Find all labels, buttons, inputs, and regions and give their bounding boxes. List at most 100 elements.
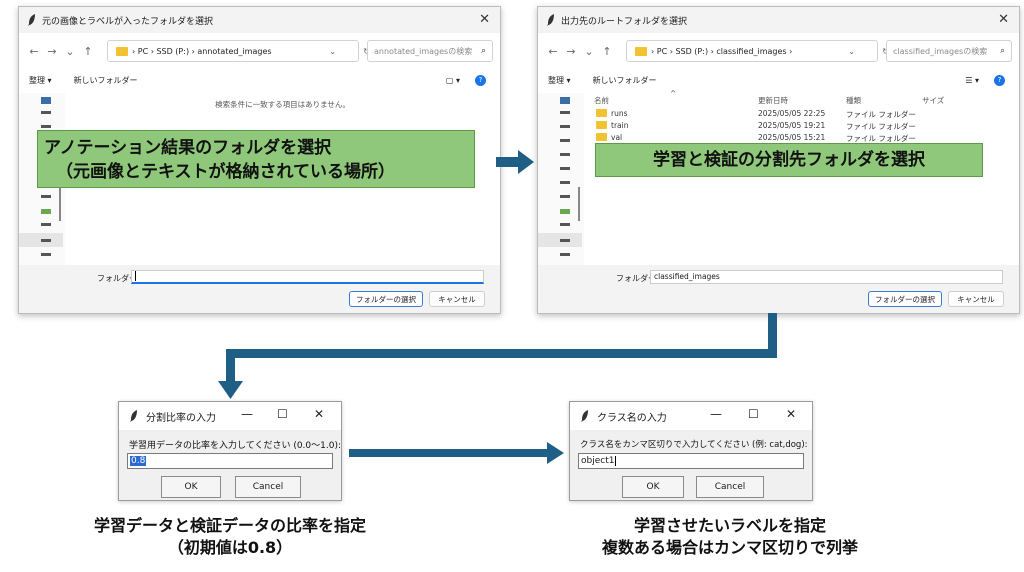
dialog-prompt: クラス名をカンマ区切りで入力してください (例: cat,dog): (580, 440, 808, 450)
file-row[interactable]: train (596, 121, 628, 130)
minimize-icon[interactable]: — (241, 407, 253, 421)
minimize-icon[interactable]: — (710, 407, 722, 421)
history-chevron-icon[interactable]: ⌄ (65, 44, 75, 58)
column-header-name[interactable]: 名前 (594, 96, 609, 105)
close-icon[interactable]: ✕ (786, 407, 797, 421)
file-row[interactable]: val (596, 133, 622, 142)
view-menu-icon[interactable]: ☰ ▾ (965, 75, 979, 85)
folder-name-value: classified_images (654, 272, 720, 281)
file-type: ファイル フォルダー (846, 134, 916, 143)
dialog-footer: フォルダー: classified_images フォルダーの選択 キャンセル (538, 265, 1019, 313)
ok-button[interactable]: OK (622, 476, 684, 498)
new-folder-button[interactable]: 新しいフォルダー (73, 75, 138, 85)
folder-name-input[interactable] (131, 270, 484, 284)
arrow-right-top (496, 150, 534, 174)
help-icon[interactable]: ? (994, 74, 1005, 86)
select-folder-button[interactable]: フォルダーの選択 (868, 291, 942, 307)
file-name: train (611, 121, 629, 130)
ratio-input[interactable]: 0.8 (127, 453, 333, 469)
close-icon[interactable]: ✕ (479, 12, 490, 27)
dialog-title: 分割比率の入力 (146, 412, 216, 424)
column-header-type[interactable]: 種類 (846, 96, 861, 105)
history-chevron-icon[interactable]: ⌄ (584, 44, 594, 58)
cancel-button[interactable]: キャンセル (948, 291, 1004, 307)
address-bar[interactable]: › PC › SSD (P:) › classified_images › ⌄ … (626, 40, 889, 62)
cancel-button[interactable]: Cancel (235, 476, 301, 498)
select-folder-button[interactable]: フォルダーの選択 (349, 291, 423, 307)
search-input[interactable]: classified_imagesの検索 ⌕ (886, 40, 1012, 62)
drive-icon[interactable] (41, 253, 51, 256)
drive-icon[interactable] (41, 125, 51, 128)
caption-line: 学習させたいラベルを指定 (633, 516, 826, 535)
scrollbar[interactable] (59, 187, 61, 221)
drive-icon[interactable] (560, 111, 570, 114)
column-header-size[interactable]: サイズ (922, 96, 945, 105)
up-icon[interactable]: ↑ (83, 44, 93, 58)
address-chevron-icon[interactable]: ⌄ (329, 46, 336, 56)
forward-icon[interactable]: → (47, 44, 57, 58)
cancel-button[interactable]: Cancel (696, 476, 764, 498)
cancel-button[interactable]: キャンセル (429, 291, 485, 307)
class-name-dialog: クラス名の入力 — ☐ ✕ クラス名をカンマ区切りで入力してください (例: c… (569, 401, 813, 501)
drive-icon[interactable] (41, 223, 51, 226)
navigation-pane[interactable] (538, 93, 584, 265)
class-name-input[interactable]: object1 (578, 453, 804, 469)
file-list[interactable]: 名前 ^ 更新日時 種類 サイズ runs 2025/05/05 22:25 フ… (584, 89, 1019, 265)
ok-button[interactable]: OK (161, 476, 221, 498)
window-title: 出力先のルートフォルダを選択 (561, 16, 688, 27)
help-icon[interactable]: ? (475, 74, 486, 86)
folder-icon (596, 133, 607, 141)
folder-name-input[interactable]: classified_images (650, 270, 1003, 284)
network-icon[interactable] (41, 209, 51, 214)
close-icon[interactable]: ✕ (314, 407, 325, 421)
file-date: 2025/05/05 22:25 (758, 109, 826, 118)
feather-icon (581, 410, 588, 422)
drive-icon[interactable] (41, 195, 51, 198)
close-icon[interactable]: ✕ (998, 12, 1009, 27)
organize-menu[interactable]: 整理 ▾ (548, 75, 571, 85)
folder-icon (635, 46, 647, 56)
search-icon[interactable]: ⌕ (480, 46, 486, 56)
scrollbar[interactable] (578, 187, 580, 221)
forward-icon[interactable]: → (566, 44, 576, 58)
drive-icon[interactable] (560, 125, 570, 128)
new-folder-button[interactable]: 新しいフォルダー (592, 75, 657, 85)
drive-icon[interactable] (560, 239, 570, 242)
dialog-footer: フォルダー: フォルダーの選択 キャンセル (19, 265, 500, 313)
address-bar[interactable]: › PC › SSD (P:) › annotated_images ⌄ ↻ (107, 40, 370, 62)
search-icon[interactable]: ⌕ (999, 46, 1005, 56)
back-icon[interactable]: ← (548, 44, 558, 58)
drive-icon[interactable] (560, 153, 570, 156)
maximize-icon[interactable]: ☐ (277, 407, 288, 421)
view-menu-icon[interactable]: ▢ ▾ (445, 75, 460, 85)
drive-icon[interactable] (560, 167, 570, 170)
sort-chevron-icon: ^ (670, 89, 677, 98)
drive-icon[interactable] (560, 223, 570, 226)
file-name: val (611, 133, 623, 142)
search-input[interactable]: annotated_imagesの検索 ⌕ (367, 40, 493, 62)
drive-icon[interactable] (560, 181, 570, 184)
file-date: 2025/05/05 19:21 (758, 121, 826, 130)
address-chevron-icon[interactable]: ⌄ (848, 46, 855, 56)
network-icon[interactable] (560, 209, 570, 214)
refresh-icon[interactable]: ↻ (363, 47, 370, 56)
home-icon[interactable] (560, 97, 570, 104)
organize-menu[interactable]: 整理 ▾ (29, 75, 52, 85)
file-row[interactable]: runs (596, 109, 628, 118)
refresh-icon[interactable]: ↻ (882, 47, 889, 56)
drive-icon[interactable] (41, 111, 51, 114)
column-header-date[interactable]: 更新日時 (758, 96, 788, 105)
back-icon[interactable]: ← (29, 44, 39, 58)
drive-icon[interactable] (560, 253, 570, 256)
home-icon[interactable] (41, 97, 51, 104)
up-icon[interactable]: ↑ (602, 44, 612, 58)
titlebar: 出力先のルートフォルダを選択 ✕ (538, 7, 1019, 33)
drive-icon[interactable] (560, 139, 570, 142)
folder-label: フォルダー: (616, 274, 659, 283)
drive-icon[interactable] (560, 195, 570, 198)
file-name: runs (611, 109, 628, 118)
drive-icon[interactable] (41, 239, 51, 242)
maximize-icon[interactable]: ☐ (748, 407, 759, 421)
dialog-title: クラス名の入力 (597, 412, 667, 424)
titlebar: 元の画像とラベルが入ったフォルダを選択 ✕ (19, 7, 500, 33)
